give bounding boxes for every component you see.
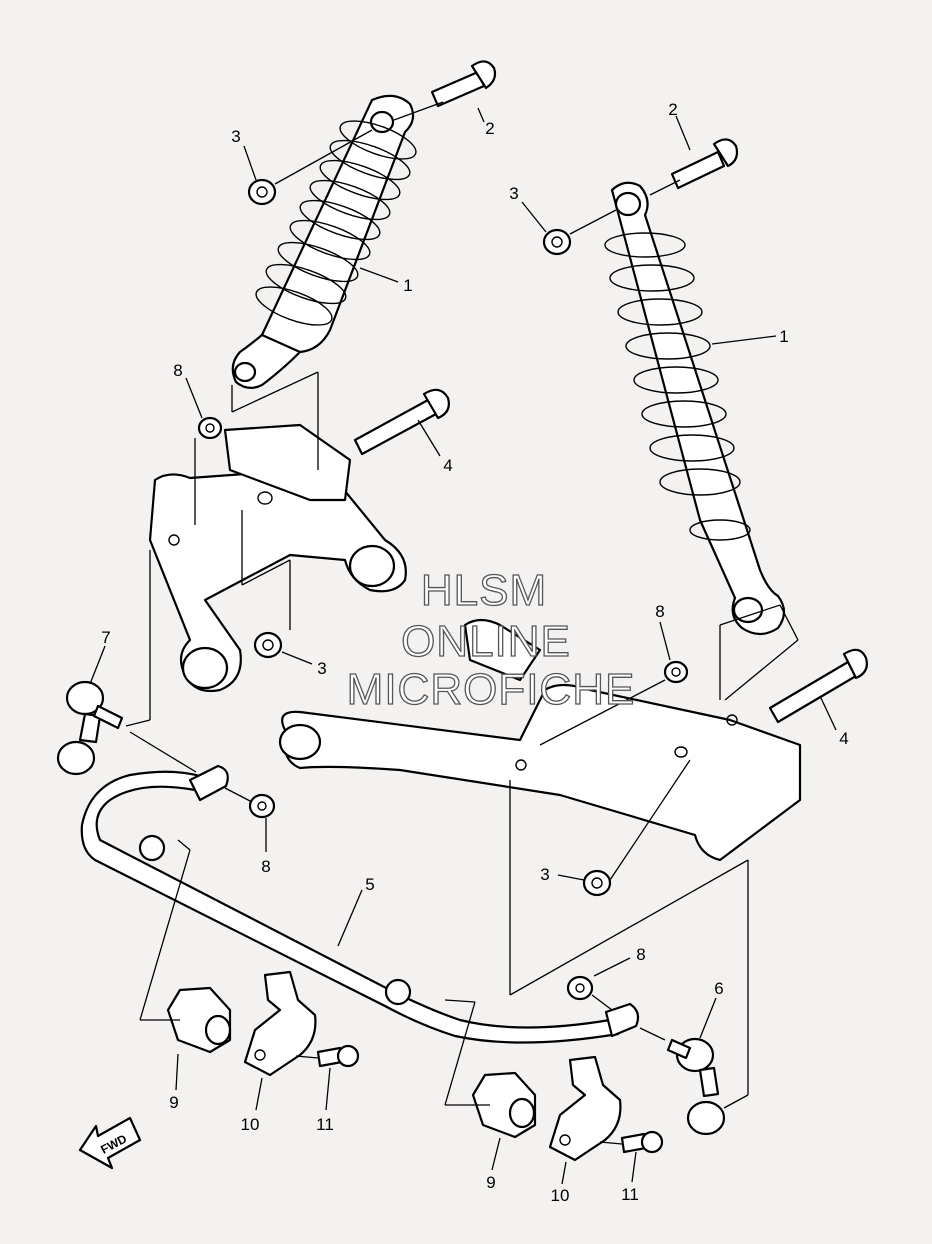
- bolt-long-left[interactable]: [353, 388, 450, 456]
- callout-3-lower: 3: [540, 865, 549, 884]
- bracket-left[interactable]: [243, 970, 317, 1077]
- nut-3-c[interactable]: [253, 631, 283, 659]
- leader-lines: [125, 101, 799, 1145]
- stabilizer-link-left[interactable]: [56, 680, 124, 776]
- callout-5: 5: [365, 875, 374, 894]
- callout-7: 7: [101, 628, 110, 647]
- callout-10-right: 10: [551, 1186, 570, 1205]
- nut-3-a[interactable]: [247, 178, 277, 206]
- callout-2-right: 2: [668, 100, 677, 119]
- watermark-line2: ONLINE: [401, 617, 571, 666]
- bolt-long-right[interactable]: [768, 648, 868, 724]
- callout-9-left: 9: [169, 1093, 178, 1112]
- right-shock-absorber[interactable]: [604, 181, 786, 636]
- left-swing-arm[interactable]: [148, 423, 407, 693]
- callout-3-upper-left: 3: [231, 127, 240, 146]
- callout-8-upper-right: 8: [655, 602, 664, 621]
- callout-8-lower-left: 8: [261, 857, 270, 876]
- callout-8-lower-right: 8: [636, 945, 645, 964]
- callout-11-left: 11: [316, 1115, 334, 1134]
- callout-1-left: 1: [403, 276, 412, 295]
- watermark-line3: MICROFICHE: [347, 665, 636, 714]
- bolt-upper-right[interactable]: [670, 138, 739, 190]
- callout-8-upper-left: 8: [173, 361, 182, 380]
- callout-2-left: 2: [485, 119, 494, 138]
- stabilizer-bar[interactable]: [80, 764, 640, 1044]
- nut-3-d[interactable]: [582, 869, 612, 897]
- callout-3-upper-right: 3: [509, 184, 518, 203]
- nut-8-b[interactable]: [663, 660, 689, 684]
- watermark: HLSM ONLINE MICROFICHE: [346, 565, 636, 714]
- callout-pointers: [89, 107, 837, 1185]
- bushing-left[interactable]: [166, 986, 232, 1054]
- small-bolt-left[interactable]: [316, 1044, 360, 1068]
- right-swing-arm[interactable]: [278, 618, 802, 862]
- callout-1-right: 1: [779, 327, 788, 346]
- watermark-line1: HLSM: [421, 566, 547, 615]
- bracket-right[interactable]: [548, 1055, 622, 1162]
- callout-10-left: 10: [241, 1115, 260, 1134]
- callout-11-right: 11: [621, 1185, 639, 1204]
- callout-9-right: 9: [486, 1173, 495, 1192]
- small-bolt-right[interactable]: [620, 1130, 664, 1154]
- callout-4-right: 4: [839, 729, 848, 748]
- callout-3-middle: 3: [317, 659, 326, 678]
- forward-direction-arrow: FWD: [78, 1116, 142, 1170]
- nut-8-d[interactable]: [566, 975, 594, 1001]
- bushing-right[interactable]: [471, 1071, 537, 1139]
- nut-8-a[interactable]: [197, 416, 223, 440]
- bolt-upper-left[interactable]: [430, 60, 497, 108]
- nut-8-c[interactable]: [248, 793, 276, 819]
- left-shock-absorber[interactable]: [231, 94, 421, 389]
- callout-labels: 1 1 2 2 3 3 3 3 4 4 5 6 7 8 8 8 8 9 9 10…: [101, 100, 848, 1205]
- callout-4-left: 4: [443, 456, 452, 475]
- nut-3-b[interactable]: [542, 228, 572, 256]
- callout-6: 6: [714, 979, 723, 998]
- stabilizer-link-right[interactable]: [666, 1037, 726, 1136]
